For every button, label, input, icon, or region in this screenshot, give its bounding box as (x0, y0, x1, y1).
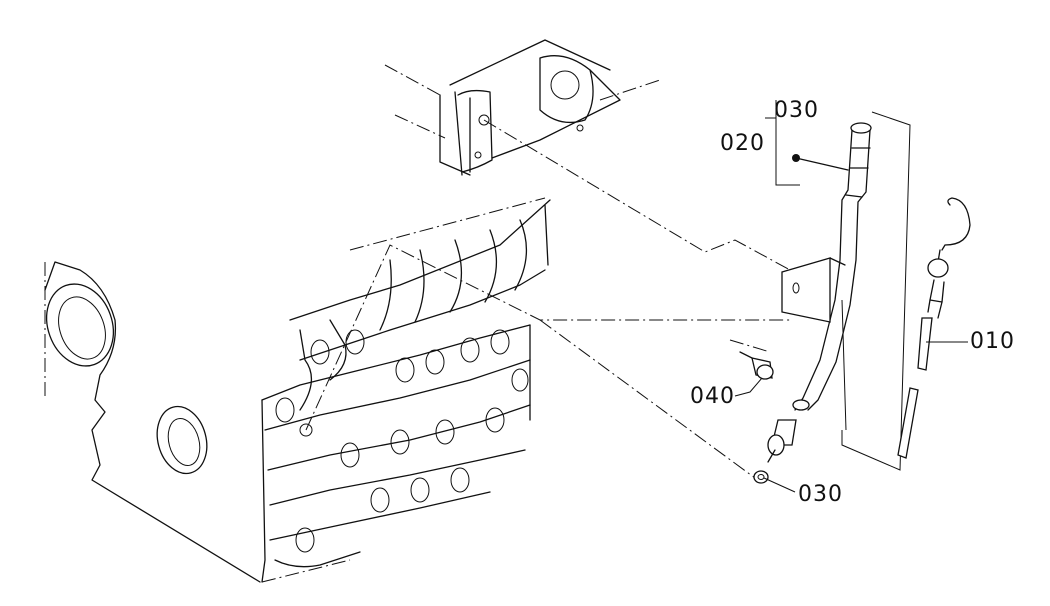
callout-030-bottom: 030 (798, 482, 843, 507)
bolt-040 (739, 351, 774, 380)
lower-engine-block (44, 197, 551, 583)
gasket-ring-bottom (753, 470, 769, 484)
dipstick-guide-tube (767, 122, 872, 463)
callout-leaders (734, 100, 968, 493)
assembly-leader-lines (305, 119, 791, 479)
dipstick-panel (841, 111, 911, 471)
crankcase-bosses (275, 329, 529, 553)
callout-040: 040 (690, 384, 735, 409)
callout-020: 020 (720, 131, 765, 156)
callout-010: 010 (970, 329, 1015, 354)
upper-block-fragment (384, 39, 661, 176)
dipstick-010 (897, 197, 971, 459)
callout-030-top: 030 (774, 98, 819, 123)
